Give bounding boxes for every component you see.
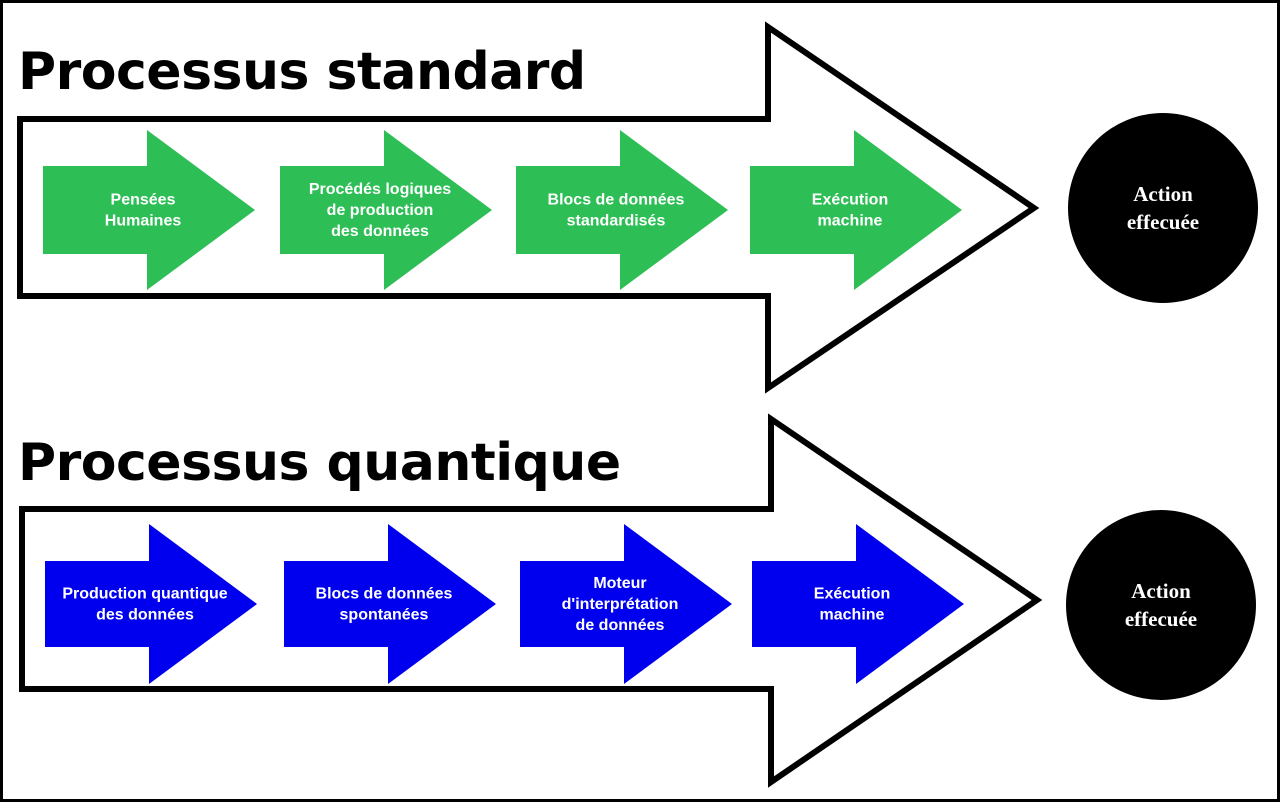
result-circle bbox=[1066, 510, 1256, 700]
step-label: Exécution machine bbox=[812, 192, 888, 230]
step-label-line: Humaines bbox=[105, 213, 182, 230]
result-label: Action effecuée bbox=[1125, 579, 1197, 631]
step-label-line: Production quantique bbox=[62, 586, 227, 603]
step-label-line: des données bbox=[331, 223, 429, 240]
step-label: Production quantique des données bbox=[62, 586, 227, 624]
step-label: Procédés logiques de production des donnée… bbox=[309, 181, 451, 240]
step-label-line: Blocs de données bbox=[548, 192, 685, 209]
step-arrow bbox=[750, 130, 962, 290]
step-label-line: spontanées bbox=[340, 607, 429, 624]
result-label-line: Action bbox=[1133, 182, 1193, 206]
result-label: Action effecuée bbox=[1127, 182, 1199, 234]
step-arrow bbox=[45, 524, 257, 684]
result-label-line: effecuée bbox=[1127, 210, 1199, 234]
result-label-line: Action bbox=[1131, 579, 1191, 603]
step-arrow bbox=[520, 524, 732, 684]
step-label: Blocs de données spontanées bbox=[316, 586, 453, 624]
step-label-line: de données bbox=[576, 617, 665, 634]
step-label-line: standardisés bbox=[567, 213, 666, 230]
step-label-line: Blocs de données bbox=[316, 586, 453, 603]
step-label-line: d'interprétation bbox=[562, 596, 679, 613]
step-label-line: machine bbox=[818, 213, 883, 230]
step-label-line: de production bbox=[327, 202, 434, 219]
step-label-line: Moteur bbox=[593, 575, 646, 592]
step-arrow bbox=[280, 130, 492, 290]
result-circle bbox=[1068, 113, 1258, 303]
quantum-process-title: Processus quantique bbox=[18, 433, 621, 493]
result-label-line: effecuée bbox=[1125, 607, 1197, 631]
step-label: Exécution machine bbox=[814, 586, 890, 624]
step-label-line: Exécution bbox=[812, 192, 888, 209]
step-label: Blocs de données standardisés bbox=[548, 192, 685, 230]
step-label: Moteur d'interprétation de données bbox=[562, 575, 679, 634]
step-arrow bbox=[752, 524, 964, 684]
step-arrow bbox=[516, 130, 728, 290]
step-label-line: Procédés logiques bbox=[309, 181, 451, 198]
step-arrow bbox=[43, 130, 255, 290]
step-label-line: Pensées bbox=[111, 192, 176, 209]
step-label-line: Exécution bbox=[814, 586, 890, 603]
step-label-line: des données bbox=[96, 607, 194, 624]
standard-process-title: Processus standard bbox=[18, 42, 586, 102]
step-arrow bbox=[284, 524, 496, 684]
step-label-line: machine bbox=[820, 607, 885, 624]
